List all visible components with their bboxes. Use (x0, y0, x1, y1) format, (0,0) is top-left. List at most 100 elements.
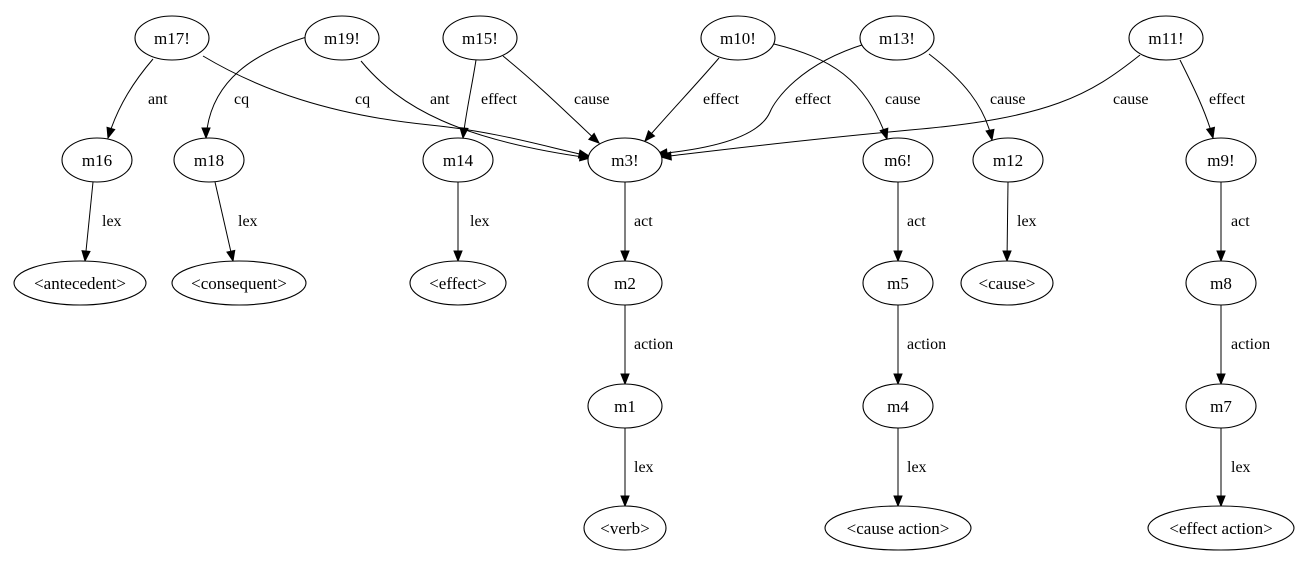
node-m10: m10! (700, 15, 776, 61)
node-ellipse (409, 260, 507, 306)
edge-label: action (634, 336, 673, 353)
node-label: m11! (1148, 29, 1183, 48)
edge-label: lex (1017, 213, 1037, 230)
edge-label: effect (795, 91, 832, 108)
node-cause-action: <cause action> (824, 505, 972, 551)
node-ellipse (1185, 260, 1257, 306)
node-label: m14 (443, 151, 474, 170)
node-label: m15! (462, 29, 498, 48)
node-label: m7 (1210, 397, 1232, 416)
edge-label: lex (102, 213, 122, 230)
edge-line (644, 57, 720, 142)
node-ellipse (1128, 15, 1204, 61)
node-ellipse (972, 137, 1044, 183)
edge-m6-m5: act (893, 182, 926, 263)
node-ellipse (587, 383, 663, 429)
edge-line (360, 60, 591, 159)
node-m16: m16 (61, 137, 133, 183)
edge-m10-m3: effect (644, 57, 740, 143)
node-consequent: <consequent> (171, 260, 307, 306)
edge-line (462, 59, 477, 139)
edge-line (773, 43, 888, 140)
edge-m3-m2: act (620, 182, 653, 263)
node-label: m2 (614, 274, 636, 293)
arrowhead (587, 132, 601, 144)
node-m2: m2 (587, 260, 663, 306)
arrowhead (893, 250, 903, 263)
edge-label: act (907, 213, 926, 230)
edge-m18-consequent: lex (214, 181, 258, 263)
node-m11: m11! (1128, 15, 1204, 61)
node-label: m5 (887, 274, 909, 293)
node-m14: m14 (422, 137, 494, 183)
edge-m11-m3: cause (659, 54, 1149, 161)
edge-m17-m3: cq (202, 55, 591, 159)
arrowhead (453, 250, 463, 263)
edge-m13-m3: effect (655, 43, 866, 158)
edge-line (205, 35, 311, 139)
arrowhead (620, 250, 630, 263)
node-label: m19! (324, 29, 360, 48)
arrowhead (893, 373, 903, 386)
edge-m8-m7: action (1216, 305, 1270, 386)
edge-m4-cause_action: lex (893, 428, 927, 508)
node-m19: m19! (304, 15, 380, 61)
edge-m2-m1: action (620, 305, 673, 386)
node-ellipse (824, 505, 972, 551)
node-label: <verb> (600, 519, 649, 538)
edge-m13-m12: cause (928, 53, 1026, 142)
node-ellipse (134, 15, 210, 61)
edge-label: cause (990, 91, 1026, 108)
edge-m7-effect_action: lex (1216, 428, 1251, 508)
arrowhead (81, 250, 91, 263)
edge-label: action (907, 336, 946, 353)
edge-label: lex (1231, 459, 1251, 476)
edge-label: cause (1113, 91, 1149, 108)
edge-m19-m18: cq (201, 35, 311, 140)
node-ellipse (859, 15, 935, 61)
edge-m15-m14: effect (459, 59, 518, 140)
node-ellipse (1185, 137, 1257, 183)
node-ellipse (587, 137, 663, 183)
node-ellipse (583, 505, 667, 551)
edge-label: effect (1209, 91, 1246, 108)
node-effect: <effect> (409, 260, 507, 306)
node-ellipse (862, 383, 934, 429)
node-m6: m6! (862, 137, 934, 183)
node-m4: m4 (862, 383, 934, 429)
node-ellipse (304, 15, 380, 61)
node-m5: m5 (862, 260, 934, 306)
node-ellipse (1185, 383, 1257, 429)
edge-label: cause (574, 91, 610, 108)
edge-label: ant (148, 91, 168, 108)
node-label: m12 (993, 151, 1023, 170)
node-label: m4 (887, 397, 909, 416)
edge-label: ant (430, 91, 450, 108)
edge-m10-m6: cause (773, 43, 921, 141)
edge-label: cause (885, 91, 921, 108)
edge-m19-m3: ant (360, 60, 592, 162)
edge-line (656, 43, 866, 155)
edge-m17-m16: ant (106, 58, 168, 140)
edge-label: effect (481, 91, 518, 108)
edge-line (1006, 181, 1009, 262)
node-ellipse (442, 15, 518, 61)
node-m8: m8 (1185, 260, 1257, 306)
edge-line (214, 181, 234, 262)
edge-label: act (1231, 213, 1250, 230)
arrowhead (659, 151, 672, 161)
node-label: m18 (194, 151, 224, 170)
arrowhead (893, 495, 903, 508)
edge-line (202, 55, 590, 157)
arrowhead (620, 495, 630, 508)
edge-m11-m9: effect (1179, 59, 1246, 140)
edge-label: lex (907, 459, 927, 476)
node-label: <cause action> (847, 519, 950, 538)
node-cause: <cause> (960, 260, 1054, 306)
node-m13: m13! (859, 15, 935, 61)
node-label: m1 (614, 397, 636, 416)
edge-m5-m4: action (893, 305, 946, 386)
edge-label: lex (634, 459, 654, 476)
